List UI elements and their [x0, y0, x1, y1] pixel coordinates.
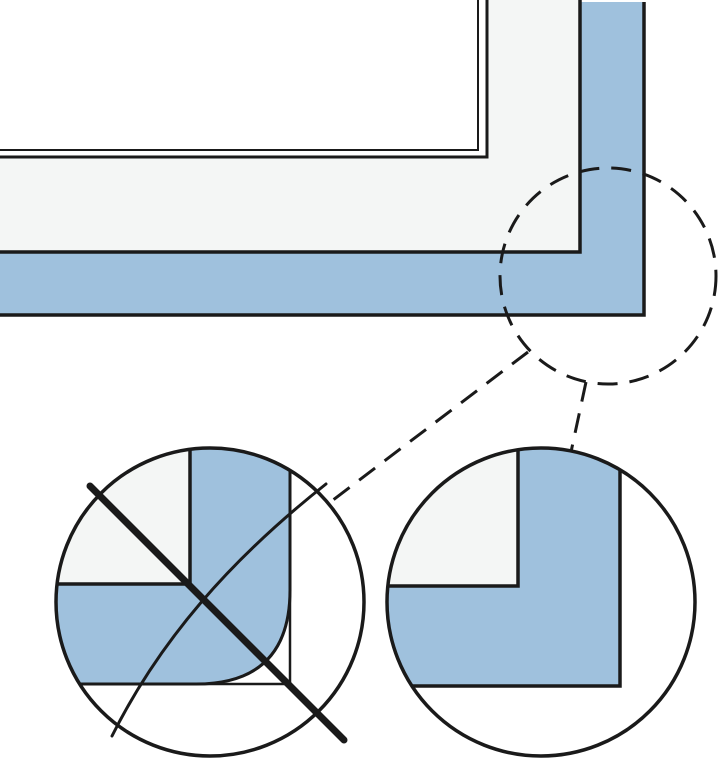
leader-line-right [569, 381, 588, 453]
detail-correct-circle [385, 446, 697, 758]
detail-incorrect-circle [54, 446, 366, 758]
frame-edge-line-inner [0, 0, 479, 151]
outer-edge-line [0, 2, 646, 317]
detail-correct-inner-layer [387, 448, 518, 586]
detail-correct-outer-layer [387, 448, 620, 686]
layer-boundary-line [0, 0, 582, 254]
detail-callout [332, 166, 718, 502]
leader-line-left [332, 350, 529, 502]
inner-layer [0, 0, 580, 252]
frame-edge-line-outer [0, 0, 489, 159]
detail-incorrect [54, 446, 366, 758]
cross-out-line-thick [86, 482, 348, 744]
detail-correct [385, 446, 697, 758]
cross-out-line-thin [110, 482, 328, 738]
callout-circle [498, 166, 718, 386]
main-corner-drawing [0, 0, 646, 317]
interior-area [0, 0, 476, 148]
